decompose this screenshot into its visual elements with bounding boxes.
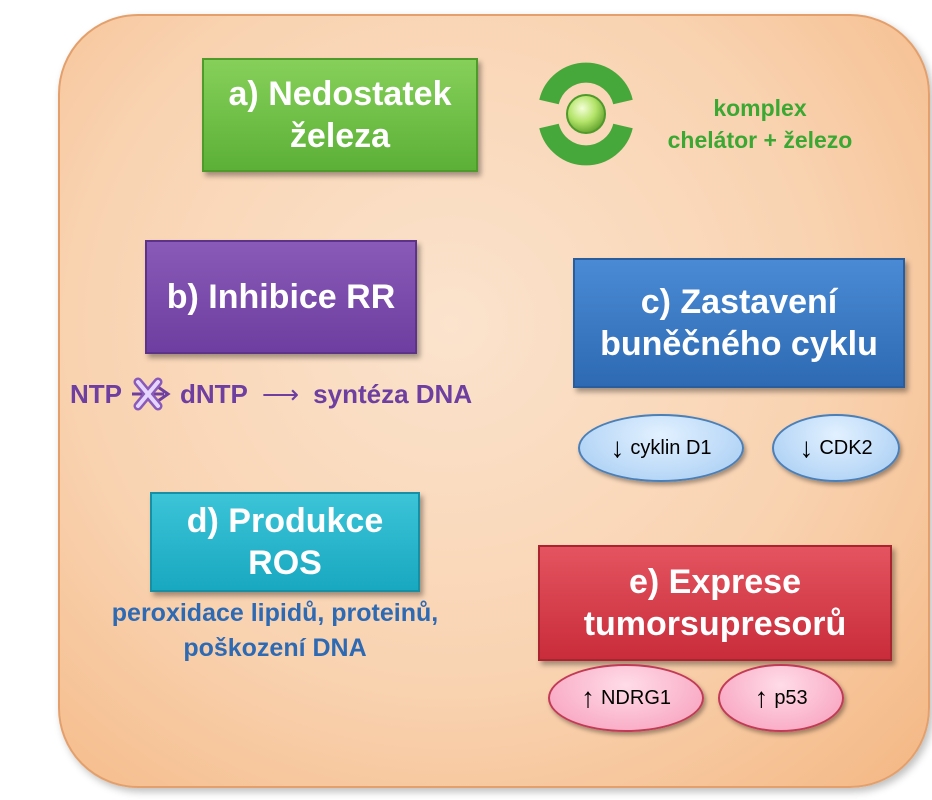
marker-cyclin-d1: ↓ cyklin D1 — [578, 414, 744, 482]
marker-label: p53 — [774, 686, 808, 709]
box-tumor-suppressor-expression: e) Exprese tumorsupresorů — [538, 545, 892, 661]
marker-label: NDRG1 — [600, 686, 671, 709]
dna-synthesis-label: syntéza DNA — [313, 378, 473, 409]
ntp-pathway: NTP dNTP ⟶ syntéza DNA — [70, 372, 472, 416]
box-ros-production: d) Produkce ROS — [150, 492, 420, 592]
box-iron-deficiency: a) Nedostatek železa — [202, 58, 478, 172]
blocked-x-icon — [132, 377, 171, 411]
dntp-label: dNTP — [180, 378, 248, 409]
chelator-iron-complex-icon — [539, 62, 633, 166]
up-arrow-icon: ↑ — [580, 682, 595, 713]
box-cell-cycle-arrest: c) Zastavení buněčného cyklu — [573, 258, 905, 388]
pathway-arrow: ⟶ — [261, 378, 300, 409]
down-arrow-icon: ↓ — [799, 432, 814, 463]
marker-label: CDK2 — [819, 436, 873, 459]
up-arrow-icon: ↑ — [754, 682, 769, 713]
marker-p53: ↑ p53 — [718, 664, 844, 732]
marker-cdk2: ↓ CDK2 — [772, 414, 900, 482]
ros-effects-text: peroxidace lipidů, proteinů, poškození D… — [111, 599, 439, 662]
marker-label: cyklin D1 — [630, 436, 712, 459]
complex-label: komplex chelátor + železo — [667, 95, 853, 154]
box-rr-inhibition: b) Inhibice RR — [145, 240, 417, 354]
ntp-label: NTP — [70, 378, 122, 409]
marker-ndrg1: ↑ NDRG1 — [548, 664, 704, 732]
down-arrow-icon: ↓ — [610, 432, 625, 463]
